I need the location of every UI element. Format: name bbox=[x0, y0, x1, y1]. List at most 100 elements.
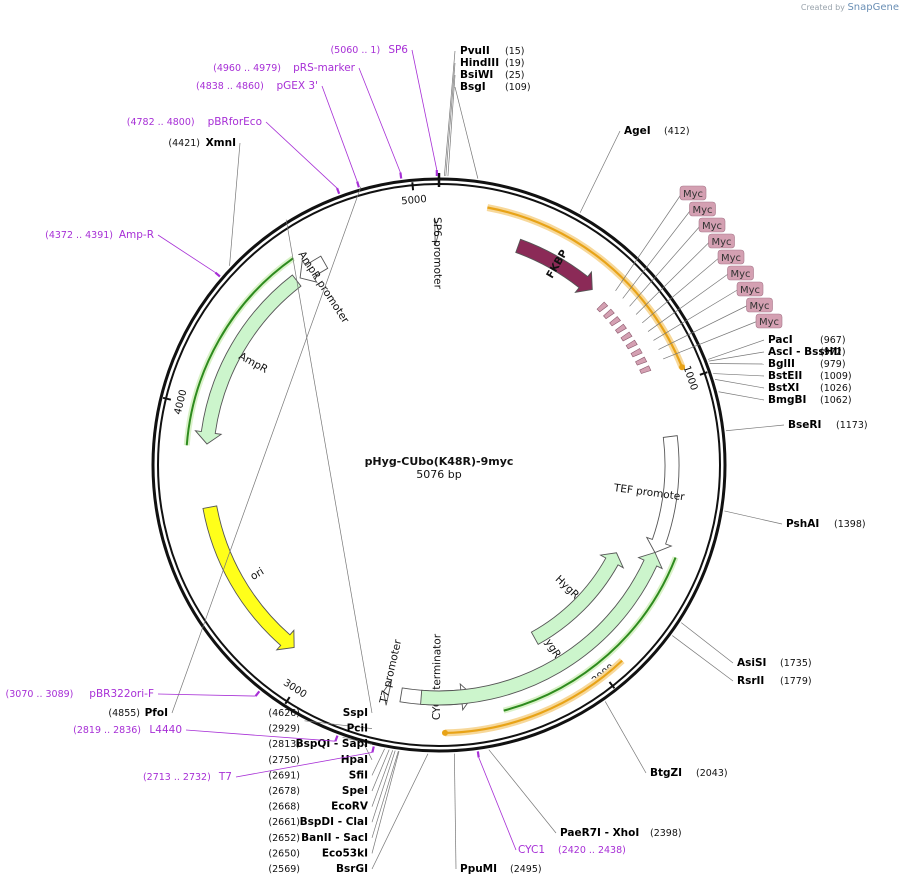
orf-arc bbox=[444, 659, 623, 735]
enzyme-leader bbox=[725, 424, 785, 432]
primer-name: SP6 bbox=[388, 44, 408, 56]
enzyme-position: (1398) bbox=[834, 519, 866, 530]
enzyme-leader bbox=[724, 510, 783, 525]
primer-mark bbox=[356, 181, 360, 188]
enzyme-name: PvuII bbox=[460, 45, 490, 57]
orf-arc-head bbox=[441, 729, 448, 736]
enzyme-position: (2569) bbox=[268, 864, 300, 875]
feature-label: T7 promoter bbox=[378, 638, 405, 706]
enzyme-leader bbox=[371, 750, 396, 823]
enzyme-position: (972) bbox=[820, 347, 846, 358]
primer-mark bbox=[371, 746, 375, 753]
enzyme-leader bbox=[371, 749, 390, 792]
tick-mark bbox=[162, 396, 172, 401]
feature-label: AmpR bbox=[237, 350, 270, 376]
tick-label: 3000 bbox=[281, 678, 308, 701]
primer-leader bbox=[411, 49, 438, 171]
primer-mark bbox=[399, 172, 403, 179]
enzyme-name: PshAI bbox=[786, 518, 819, 530]
arcs-layer bbox=[183, 204, 686, 737]
orf-arc bbox=[487, 206, 684, 368]
enzyme-position: (2813) bbox=[268, 739, 300, 750]
enzyme-leader bbox=[342, 737, 373, 745]
enzyme-position: (2652) bbox=[268, 833, 300, 844]
myc-tag-box bbox=[727, 265, 754, 281]
primer-name: pBR322ori-F bbox=[89, 688, 154, 700]
enzyme-position: (109) bbox=[505, 82, 531, 93]
enzyme-position: (2678) bbox=[268, 786, 300, 797]
enzyme-name: BanII - SacI bbox=[301, 832, 368, 844]
enzyme-leader bbox=[709, 363, 765, 365]
tick-mark bbox=[608, 681, 616, 689]
enzyme-name: BmgBI bbox=[768, 394, 806, 406]
myc-leader bbox=[642, 256, 721, 324]
feature-arrow bbox=[202, 505, 295, 651]
tick-label: 4000 bbox=[173, 389, 190, 416]
myc-tag-box bbox=[679, 185, 707, 201]
enzyme-name: EcoRV bbox=[331, 801, 369, 813]
enzyme-leader bbox=[285, 219, 373, 714]
enzyme-leader bbox=[672, 635, 734, 682]
primer-mark bbox=[476, 751, 480, 758]
primer-name: L4440 bbox=[149, 724, 182, 736]
primer-name: pGEX 3' bbox=[276, 80, 318, 92]
enzyme-position: (1009) bbox=[820, 371, 852, 382]
primer-position: (2819 .. 2836) bbox=[73, 725, 141, 736]
plasmid-size: 5076 bp bbox=[416, 468, 461, 481]
enzyme-position: (2750) bbox=[268, 755, 300, 766]
myc-tag-label: Myc bbox=[749, 301, 769, 312]
myc-tag-box bbox=[698, 217, 726, 233]
enzyme-leader bbox=[371, 753, 429, 870]
enzyme-leader bbox=[681, 622, 734, 664]
enzyme-name: PpuMI bbox=[460, 863, 497, 875]
enzyme-leader bbox=[707, 339, 765, 360]
myc-arrow bbox=[635, 356, 648, 366]
enzyme-name: PciI bbox=[347, 723, 368, 735]
enzyme-position: (1062) bbox=[820, 395, 852, 406]
myc-leader bbox=[622, 208, 692, 299]
myc-leader bbox=[663, 320, 759, 360]
myc-tag-label: Myc bbox=[692, 205, 712, 216]
primer-leader bbox=[478, 757, 517, 851]
myc-arrow bbox=[609, 316, 621, 327]
enzyme-leader bbox=[444, 50, 456, 177]
enzyme-position: (2043) bbox=[696, 768, 728, 779]
myc-leader bbox=[653, 288, 740, 341]
enzyme-position: (2661) bbox=[268, 817, 300, 828]
enzyme-name: BsiWI bbox=[460, 69, 493, 81]
primer-mark bbox=[254, 690, 261, 697]
enzyme-name: BseRI bbox=[788, 419, 821, 431]
myc-tag-label: Myc bbox=[730, 269, 750, 280]
myc-arrow bbox=[614, 323, 627, 334]
enzyme-name: BspDI - ClaI bbox=[300, 816, 368, 828]
enzyme-position: (2495) bbox=[510, 864, 542, 875]
primer-position: (3070 .. 3089) bbox=[6, 689, 74, 700]
tick-label: 5000 bbox=[401, 194, 427, 207]
feature-arrow bbox=[194, 274, 302, 445]
feature-arrow bbox=[515, 238, 593, 293]
enzyme-name: AgeI bbox=[624, 125, 651, 137]
myc-arrow bbox=[596, 301, 609, 313]
myc-arrow bbox=[639, 365, 652, 374]
enzyme-position: (19) bbox=[505, 58, 525, 69]
enzyme-leader bbox=[604, 701, 647, 774]
green-arc bbox=[185, 257, 294, 446]
primer-name: Amp-R bbox=[119, 229, 154, 241]
primers-layer: SP6(5060 .. 1)pRS-marker(4960 .. 4979)pG… bbox=[6, 44, 626, 856]
myc-leader bbox=[615, 192, 683, 292]
enzyme-position: (4855) bbox=[108, 708, 140, 719]
enzyme-leader bbox=[371, 751, 400, 854]
myc-tag-box bbox=[746, 297, 773, 313]
enzyme-leader bbox=[718, 391, 765, 401]
enzyme-name: SspI bbox=[343, 707, 368, 719]
feature-arrow bbox=[420, 551, 664, 706]
enzyme-leader bbox=[488, 749, 557, 834]
myc-arrow bbox=[620, 331, 633, 342]
feature-label: SP6 promoter bbox=[431, 217, 444, 290]
enzyme-leader bbox=[304, 720, 373, 729]
primer-name: pBRforEco bbox=[208, 116, 262, 128]
enzyme-leader bbox=[447, 74, 456, 177]
enzyme-position: (1735) bbox=[780, 658, 812, 669]
